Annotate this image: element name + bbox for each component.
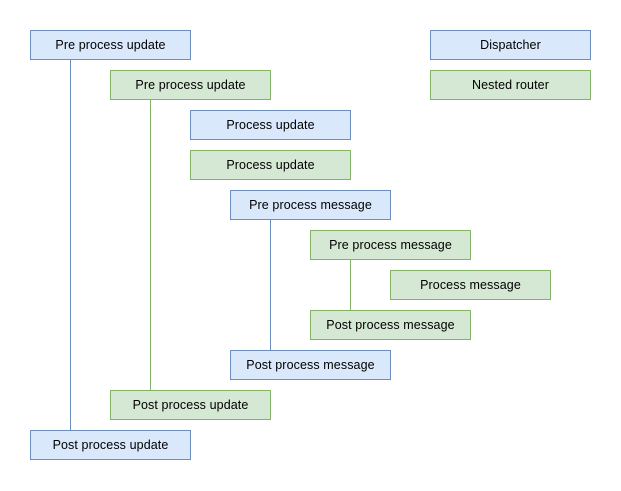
connector-edge-dispatcher-update-span	[70, 60, 71, 430]
node-pre-process-message-dispatcher[interactable]: Pre process message	[230, 190, 391, 220]
node-post-process-message-router[interactable]: Post process message	[310, 310, 471, 340]
legend-item-label: Dispatcher	[480, 37, 541, 52]
node-label: Process update	[226, 117, 315, 132]
node-pre-process-update-router[interactable]: Pre process update	[110, 70, 271, 100]
node-post-process-update-router[interactable]: Post process update	[110, 390, 271, 420]
node-label: Post process update	[52, 437, 169, 452]
connector-edge-router-update-span	[150, 100, 151, 390]
node-process-update-router[interactable]: Process update	[190, 150, 351, 180]
node-post-process-update-dispatcher[interactable]: Post process update	[30, 430, 191, 460]
connector-edge-dispatcher-message-span	[270, 220, 271, 350]
node-label: Pre process message	[249, 197, 372, 212]
node-label: Pre process message	[329, 237, 452, 252]
node-label: Post process update	[132, 397, 249, 412]
node-process-update-dispatcher[interactable]: Process update	[190, 110, 351, 140]
node-label: Pre process update	[55, 37, 166, 52]
node-process-message-router[interactable]: Process message	[390, 270, 551, 300]
node-post-process-message-dispatcher[interactable]: Post process message	[230, 350, 391, 380]
node-label: Post process message	[246, 357, 375, 372]
node-label: Process message	[420, 277, 521, 292]
node-label: Post process message	[326, 317, 455, 332]
node-label: Process update	[226, 157, 315, 172]
legend-item-nested-router: Nested router	[430, 70, 591, 100]
connector-edge-router-message-span	[350, 260, 351, 310]
node-label: Pre process update	[135, 77, 246, 92]
node-pre-process-update-dispatcher[interactable]: Pre process update	[30, 30, 191, 60]
node-pre-process-message-router[interactable]: Pre process message	[310, 230, 471, 260]
legend-item-label: Nested router	[471, 77, 550, 92]
legend-item-dispatcher: Dispatcher	[430, 30, 591, 60]
